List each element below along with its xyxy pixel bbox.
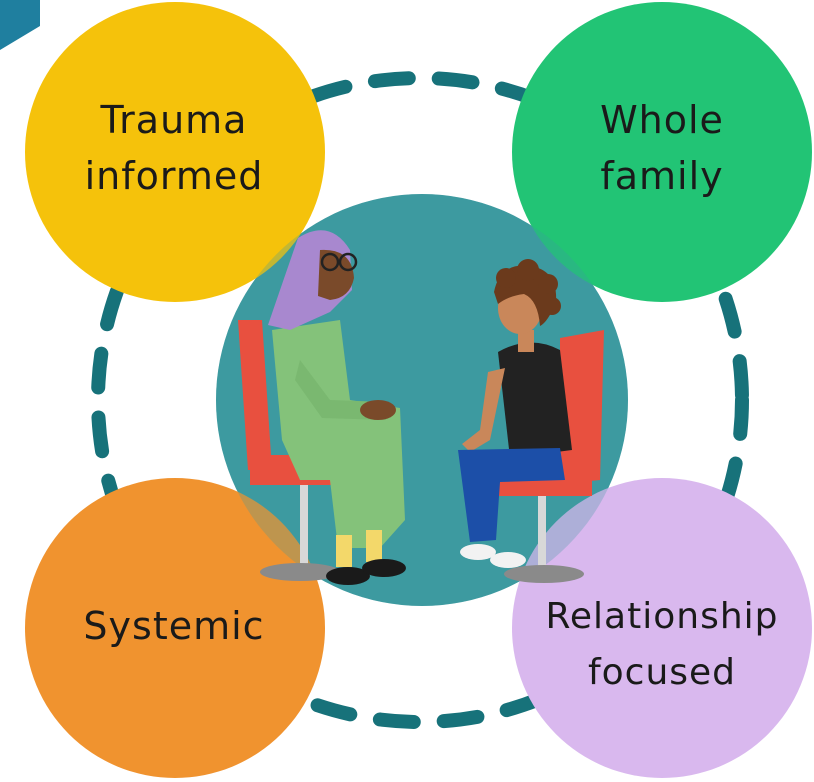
bubble-trauma-informed: [25, 2, 325, 302]
label-relationship-focused-line1: Relationship: [545, 596, 779, 637]
label-whole-family: Whole family: [512, 92, 812, 204]
bubble-whole-family: [512, 2, 812, 302]
label-trauma-informed-line2: informed: [84, 154, 264, 198]
bubble-relationship-focused: [512, 478, 812, 778]
person-left-illustration: [238, 230, 406, 585]
label-systemic-line1: Systemic: [83, 604, 265, 648]
connecting-dashed-loop: [91, 71, 749, 729]
label-whole-family-line1: Whole: [600, 98, 724, 142]
label-relationship-focused: Relationship focused: [512, 589, 812, 701]
bubble-systemic: [25, 478, 325, 778]
person-right-illustration: [458, 259, 604, 583]
label-trauma-informed-line1: Trauma: [100, 98, 248, 142]
label-relationship-focused-line2: focused: [587, 652, 737, 693]
label-whole-family-line2: family: [600, 154, 724, 198]
corner-arrow-icon: [0, 0, 40, 50]
label-systemic: Systemic: [24, 598, 324, 654]
label-trauma-informed: Trauma informed: [24, 92, 324, 204]
